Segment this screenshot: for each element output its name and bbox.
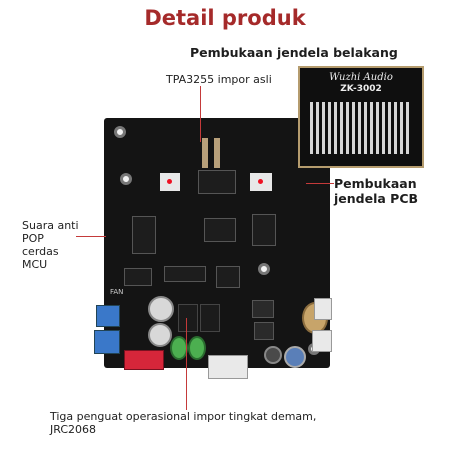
pointer-line: [76, 236, 106, 237]
mount-hole: [258, 263, 270, 275]
pcb-board: FAN: [104, 118, 330, 368]
capacitor: [202, 138, 208, 168]
electrolytic-capacitor: [148, 323, 172, 347]
anti-pop-line2: POP: [22, 232, 44, 245]
pcb-window-label-line1: Pembukaan: [334, 176, 417, 191]
opamp-line2: JRC2068: [50, 423, 97, 436]
page-title: Detail produk: [144, 6, 306, 30]
pcb-window-label: Pembukaan jendela PCB: [334, 176, 418, 206]
ic-chip: [124, 268, 152, 286]
fan-connector[interactable]: [314, 298, 332, 320]
inductor: [252, 300, 274, 318]
pcb-window-label-line2: jendela PCB: [334, 191, 419, 206]
potentiometer[interactable]: [94, 330, 120, 354]
fan-silkscreen: FAN: [110, 288, 124, 296]
opamp-chip: [178, 304, 198, 332]
pointer-line: [306, 183, 334, 184]
opamp-line1: Tiga penguat operasional impor tingkat d…: [50, 410, 317, 423]
green-capacitor: [170, 336, 188, 360]
rear-window-inset: Wuzhi Audio ZK-3002: [298, 66, 424, 168]
green-capacitor: [188, 336, 206, 360]
mount-hole: [114, 126, 126, 138]
opamp-chip: [200, 304, 220, 332]
dip-switch[interactable]: [124, 350, 164, 370]
pcb-window-pad: [160, 173, 180, 191]
ic-chip: [204, 218, 236, 242]
pcb-window-pad: [250, 173, 272, 191]
marker-dot: [167, 179, 172, 184]
ic-chip: [164, 266, 206, 282]
pointer-line: [186, 318, 187, 410]
tpa3255-chip: [198, 170, 236, 194]
pointer-line: [200, 86, 201, 142]
capacitor: [214, 138, 220, 168]
anti-pop-line1: Suara anti: [22, 219, 79, 232]
board-brand: Wuzhi Audio: [329, 72, 393, 83]
ic-chip: [252, 214, 276, 246]
mount-hole: [120, 173, 132, 185]
marker-dot: [258, 179, 263, 184]
mcu-chip: [132, 216, 156, 254]
board-model: ZK-3002: [340, 84, 382, 94]
connector-header[interactable]: [208, 355, 248, 379]
capacitor: [264, 346, 282, 364]
rear-window-label: Pembukaan jendela belakang: [190, 45, 398, 60]
capacitor: [284, 346, 306, 368]
tpa-import-label: TPA3255 impor asli: [166, 73, 272, 86]
electrolytic-capacitor: [148, 296, 174, 322]
opamp-label: Tiga penguat operasional impor tingkat d…: [50, 410, 316, 436]
anti-pop-line3: cerdas: [22, 245, 59, 258]
anti-pop-label: Suara anti POP cerdas MCU: [22, 219, 79, 271]
ic-chip: [216, 266, 240, 288]
heatsink-pattern: [310, 102, 412, 154]
inductor: [254, 322, 274, 340]
connector[interactable]: [312, 330, 332, 352]
potentiometer[interactable]: [96, 305, 120, 327]
anti-pop-line4: MCU: [22, 258, 48, 271]
